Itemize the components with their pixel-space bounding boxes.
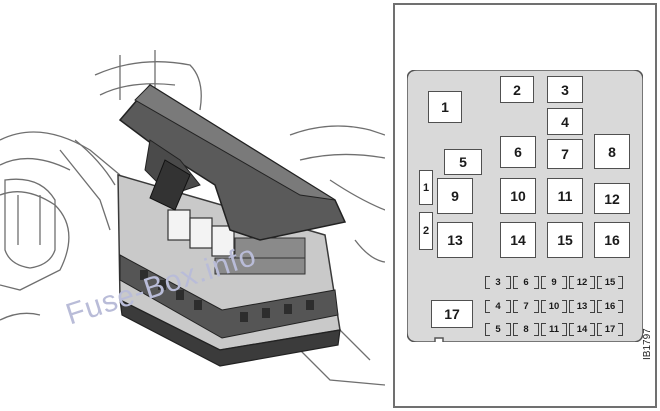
relay-7: 7: [547, 139, 583, 169]
mini-fuse-6: 6: [513, 276, 539, 289]
relay-4: 4: [547, 108, 583, 135]
mini-fuse-3: 3: [485, 276, 511, 289]
side-fuse-2: 2: [419, 212, 433, 250]
mini-fuse-17: 17: [597, 323, 623, 336]
relay-3: 3: [547, 76, 583, 103]
mini-fuse-14: 14: [569, 323, 595, 336]
relay-8: 8: [594, 134, 630, 169]
side-fuse-1: 1: [419, 170, 433, 205]
relay-16: 16: [594, 222, 630, 258]
image-code-label: IB1797: [642, 328, 653, 360]
mini-fuse-7: 7: [513, 300, 539, 313]
mini-fuse-12: 12: [569, 276, 595, 289]
mini-fuse-15: 15: [597, 276, 623, 289]
relay-5: 5: [444, 149, 482, 175]
relay-12: 12: [594, 183, 630, 214]
mini-fuse-4: 4: [485, 300, 511, 313]
mini-fuse-16: 16: [597, 300, 623, 313]
mini-fuse-9: 9: [541, 276, 567, 289]
mini-fuse-11: 11: [541, 323, 567, 336]
relay-15: 15: [547, 222, 583, 258]
fuse-box-illustration: [0, 50, 385, 386]
relay-9: 9: [437, 178, 473, 214]
relay-10: 10: [500, 178, 536, 214]
relay-17: 17: [431, 300, 473, 328]
fuse-layout: 1 2 3 4 5 6 7 8 1 9 10 11 12 2 13 14 15 …: [407, 70, 643, 342]
relay-11: 11: [547, 178, 583, 214]
relay-2: 2: [500, 76, 534, 103]
relay-6: 6: [500, 136, 536, 168]
mini-fuse-10: 10: [541, 300, 567, 313]
relay-14: 14: [500, 222, 536, 258]
mini-fuse-8: 8: [513, 323, 539, 336]
relay-13: 13: [437, 222, 473, 258]
mini-fuse-5: 5: [485, 323, 511, 336]
mini-fuse-13: 13: [569, 300, 595, 313]
relay-1: 1: [428, 91, 462, 123]
